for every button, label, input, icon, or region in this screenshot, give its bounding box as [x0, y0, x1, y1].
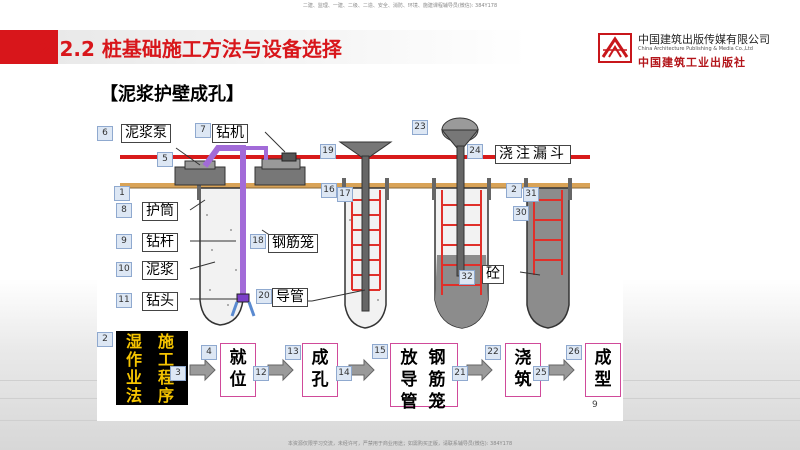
- step-label: 成型: [594, 348, 612, 390]
- mud-level-line: [120, 155, 590, 159]
- step-label: 就位: [229, 348, 247, 390]
- arrow-right-icon: [466, 358, 493, 382]
- arrow-right-icon: [189, 358, 216, 382]
- marker: 1: [114, 186, 130, 201]
- marker: 6: [97, 126, 113, 141]
- marker: 21: [452, 366, 468, 381]
- marker: 15: [372, 344, 388, 359]
- publisher-brand: 中国建筑工业出版社: [638, 56, 746, 69]
- marker: 31: [523, 187, 539, 202]
- label-drill: 钻机: [212, 124, 248, 143]
- marker: 2: [506, 183, 522, 198]
- borehole-1: [199, 187, 244, 326]
- marker: 22: [485, 345, 501, 360]
- drill-rod: [202, 145, 246, 297]
- marker: 26: [566, 345, 582, 360]
- marker: 10: [116, 262, 132, 277]
- marker: 13: [285, 345, 301, 360]
- section-subtitle: 【泥浆护壁成孔】: [100, 84, 244, 105]
- publisher-name: 中国建筑出版传媒有限公司: [638, 33, 770, 46]
- label-mud-pump: 泥浆泵: [121, 124, 171, 143]
- marker: 32: [459, 270, 475, 285]
- marker: 24: [467, 144, 483, 159]
- page-number: 9: [592, 400, 598, 410]
- arrow-right-icon: [548, 358, 575, 382]
- marker: 11: [116, 293, 132, 308]
- marker: 2: [97, 332, 113, 347]
- method-name: 湿作业法: [125, 332, 142, 405]
- method-procedure: 施工程序: [157, 332, 174, 405]
- publisher-logo-icon: [598, 33, 632, 63]
- title-background: [58, 30, 528, 64]
- step-label: 钢筋笼: [428, 348, 446, 412]
- marker: 17: [337, 187, 353, 202]
- marker: 19: [320, 144, 336, 159]
- label-casing: 护筒: [142, 202, 178, 221]
- publisher-name-en: China Architecture Publishing & Media Co…: [638, 46, 753, 52]
- slide-title: 2.2.2 桩基础施工方法与设备选择: [38, 37, 342, 61]
- drill-bit: [236, 293, 250, 303]
- marker: 8: [116, 203, 132, 218]
- marker: 23: [412, 120, 428, 135]
- marker: 16: [321, 183, 337, 198]
- marker: 25: [533, 366, 549, 381]
- borehole-4: [526, 187, 570, 329]
- label-rebar-cage: 钢筋笼: [268, 234, 318, 253]
- procedure-arrows: [189, 358, 575, 382]
- label-drill-bit: 钻头: [142, 292, 178, 311]
- marker: 9: [116, 234, 132, 249]
- step-label: 成孔: [311, 348, 329, 390]
- conduit: [361, 155, 370, 312]
- marker: 14: [336, 366, 352, 381]
- marker: 4: [201, 345, 217, 360]
- marker: 30: [513, 206, 529, 221]
- label-mud: 泥浆: [142, 261, 178, 280]
- method-box: 湿作业法 施工程序: [116, 331, 188, 405]
- arrow-right-icon: [267, 358, 294, 382]
- label-drill-rod: 钻杆: [142, 233, 178, 252]
- label-concrete: 砼: [482, 265, 504, 284]
- marker: 18: [250, 234, 266, 249]
- step-place-conduit-cage: 放导管 钢筋笼: [390, 343, 458, 412]
- footer-note: 本资源仅限学习交流，未经许可，严禁用于商业用途；如需购买正版，请联系辅导员(微信…: [287, 441, 513, 447]
- marker: 7: [195, 123, 211, 138]
- mud-pump-base: [174, 166, 226, 186]
- drill-rig-base: [254, 166, 306, 186]
- step-label: 放导管: [400, 348, 418, 412]
- marker: 5: [157, 152, 173, 167]
- header-note: 二建、监理、一建、二级、二造、安全、消防、环境、施建课程辅导员(微信): 384…: [302, 3, 498, 9]
- marker: 12: [253, 366, 269, 381]
- pile-construction-diagram: [120, 117, 590, 329]
- step-drill-hole: 成孔: [302, 343, 338, 397]
- step-position: 就位: [220, 343, 256, 397]
- ground-surface: [120, 183, 590, 188]
- step-label: 浇筑: [514, 348, 532, 390]
- label-funnel: 浇注漏斗: [495, 145, 571, 164]
- step-form: 成型: [585, 343, 621, 397]
- marker: 3: [170, 366, 186, 381]
- arrow-right-icon: [348, 358, 375, 382]
- title-accent-bar: [0, 30, 58, 64]
- label-conduit: 导管: [272, 288, 308, 307]
- marker: 20: [256, 289, 272, 304]
